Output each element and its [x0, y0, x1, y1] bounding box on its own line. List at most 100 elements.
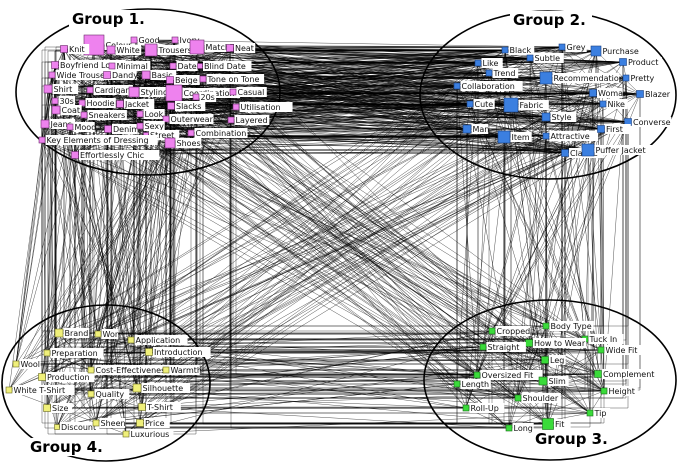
node-marker — [589, 89, 597, 97]
node-label: Attractive — [551, 132, 590, 141]
node-label-bg — [471, 124, 489, 134]
node-marker — [38, 136, 46, 144]
node-label-bg — [601, 46, 641, 56]
node-label: Jacket — [124, 100, 149, 109]
node-marker — [171, 36, 179, 44]
group-3-ellipse — [423, 299, 677, 461]
node-label-bg — [588, 334, 624, 344]
node-label-bg — [49, 119, 76, 129]
node-marker — [38, 373, 46, 381]
node-marker — [43, 404, 51, 412]
node-marker — [189, 39, 205, 55]
nodes-layer: ColourGoodIvoryKnitWhiteTrousersMatchNea… — [5, 34, 675, 439]
node-label: Casual — [238, 88, 265, 97]
node-marker — [103, 71, 111, 79]
node-marker — [54, 328, 64, 338]
node-label-bg — [593, 408, 611, 418]
node-label: Preparation — [52, 349, 98, 358]
node-label-bg — [460, 379, 491, 389]
node-label: Fabric — [520, 101, 544, 110]
node-label: Size — [52, 404, 69, 413]
node-label: Production — [47, 373, 90, 382]
node-label: Woman — [598, 89, 628, 98]
node-label-bg — [176, 61, 198, 71]
node-marker — [116, 100, 124, 108]
node-label-bg — [518, 100, 549, 110]
node-marker — [199, 75, 207, 83]
node-label-bg — [68, 44, 90, 54]
node-marker — [479, 343, 487, 351]
node-marker — [488, 327, 496, 335]
node-marker — [542, 418, 554, 430]
node-label: Body Type — [551, 322, 592, 331]
node-label: Product — [628, 58, 658, 67]
node-label: Roll-Up — [471, 404, 499, 413]
node-label-bg — [460, 81, 523, 91]
node-label-bg — [512, 423, 534, 433]
node-marker — [485, 69, 493, 77]
node-marker — [541, 112, 551, 122]
node-marker — [145, 348, 153, 356]
node-label-bg — [129, 429, 174, 439]
node-label-bg — [199, 92, 217, 102]
node-label-bg — [157, 45, 197, 55]
node-label: Layered — [236, 116, 268, 125]
node-marker — [232, 103, 240, 111]
node-label-bg — [45, 135, 158, 145]
group-title-bg — [532, 430, 614, 448]
node-label-bg — [63, 328, 90, 338]
node-marker — [597, 346, 605, 354]
node-label-bg — [521, 393, 561, 403]
node-label: Introduction — [154, 348, 202, 357]
group-2-title: Group 2. — [513, 11, 586, 29]
node-label-bg — [203, 61, 252, 71]
node-marker — [141, 70, 151, 80]
node-label: Blind Date — [204, 62, 246, 71]
node-label-bg — [604, 345, 644, 355]
node-label-bg — [19, 359, 41, 369]
node-marker — [71, 151, 79, 159]
node-marker — [86, 86, 94, 94]
node-label: Coat — [62, 106, 81, 115]
node-label-bg — [144, 418, 170, 428]
node-marker — [542, 322, 550, 330]
node-label-bg — [93, 85, 133, 95]
node-marker — [169, 62, 177, 70]
node-label: Boyfriend Look — [60, 61, 120, 70]
node-label-bg — [204, 42, 231, 52]
node-marker — [51, 97, 59, 105]
node-label-bg — [149, 130, 180, 140]
node-label: Hoodie — [87, 99, 115, 108]
node-marker — [590, 45, 602, 57]
node-label-bg — [236, 87, 267, 97]
node-marker — [594, 370, 602, 378]
node-marker — [619, 58, 627, 66]
node-label-bg — [12, 385, 75, 395]
node-label-bg — [85, 98, 116, 108]
node-label: Black — [510, 46, 532, 55]
node-marker — [462, 124, 472, 134]
group-4-title: Group 4. — [30, 438, 103, 456]
node-label: Neat — [235, 44, 254, 53]
node-label: Utilisation — [241, 103, 281, 112]
node-label: Fit — [555, 420, 564, 429]
node-label-bg — [73, 122, 95, 132]
node-label-bg — [112, 124, 138, 134]
node-label: Date — [178, 62, 197, 71]
node-label-bg — [606, 99, 628, 109]
node-label: Jeans — [50, 120, 72, 129]
node-label: Silhouette — [143, 384, 184, 393]
node-label-bg — [480, 370, 543, 380]
node-marker — [51, 105, 61, 115]
node-label-bg — [495, 326, 531, 336]
node-label: Cardigan — [95, 86, 131, 95]
node-label: Slim — [549, 377, 567, 386]
node-label: Subtle — [535, 54, 561, 63]
node-marker — [514, 394, 522, 402]
node-marker — [586, 409, 594, 417]
node-label-bg — [143, 109, 165, 119]
node-label-bg — [146, 402, 181, 412]
node-marker — [108, 62, 116, 70]
node-label-bg — [508, 45, 535, 55]
node-label-bg — [469, 403, 505, 413]
